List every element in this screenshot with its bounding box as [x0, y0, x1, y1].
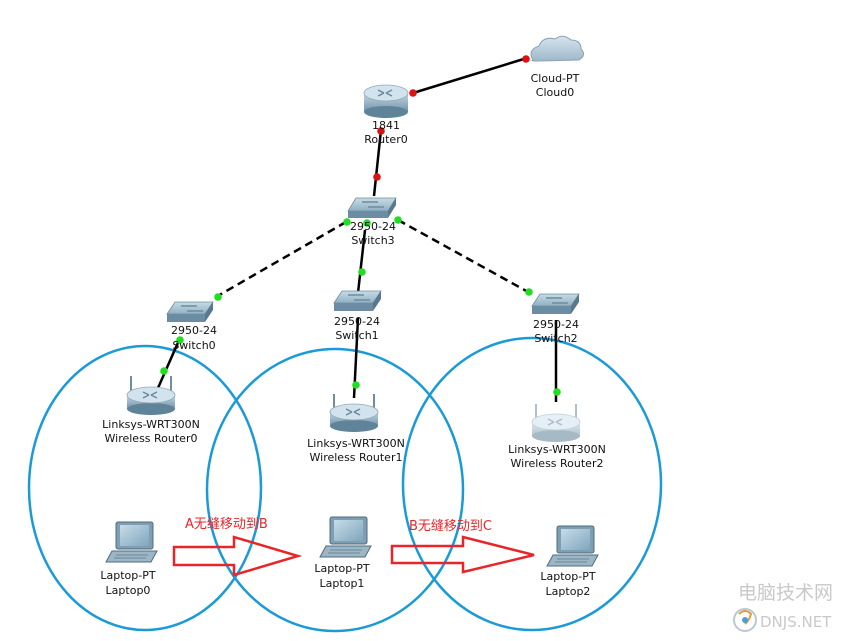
coverage-circle-c: [401, 336, 663, 632]
wrouter1-name-label: Wireless Router1: [310, 451, 403, 464]
wrouter2-name-label: Wireless Router2: [511, 457, 604, 470]
switch0-device[interactable]: 2950-24 Switch0: [166, 301, 217, 352]
link-light-down: [409, 89, 417, 97]
switch3-name-label: Switch3: [351, 234, 394, 247]
link-light-down: [377, 127, 385, 135]
cable-switch3-switch2[interactable]: [397, 218, 531, 295]
link-light-down: [522, 55, 530, 63]
switch-icon: [347, 197, 397, 218]
router0-name-label: Router0: [364, 133, 407, 146]
link-light-up: [352, 381, 360, 389]
router-icon: [363, 84, 409, 118]
link-light-up: [525, 288, 533, 296]
cloud0-name-label: Cloud0: [536, 86, 574, 99]
wrouter0-type-label: Linksys-WRT300N: [102, 418, 200, 431]
link-light-up: [160, 367, 168, 375]
coverage-circle-a: [27, 344, 263, 632]
cable-router0-switch3[interactable]: [372, 129, 383, 197]
link-light-up: [343, 218, 351, 226]
annotation-b-to-c: B无缝移动到C: [409, 519, 492, 534]
cable-switch3-switch0[interactable]: [215, 220, 347, 299]
laptop1-device[interactable]: Laptop-PT Laptop1: [314, 516, 372, 590]
laptop-icon: [105, 521, 158, 563]
switch1-type-label: 2950-24: [334, 315, 380, 328]
cloud0-type-label: Cloud-PT: [531, 72, 580, 85]
wrouter0-device[interactable]: Linksys-WRT300N Wireless Router0: [102, 376, 200, 445]
cable-switch3-switch1[interactable]: [356, 229, 367, 294]
laptop2-device[interactable]: Laptop-PT Laptop2: [540, 525, 599, 598]
roaming-arrow-b-to-c: [390, 535, 535, 574]
wrouter0-name-label: Wireless Router0: [105, 432, 198, 445]
cable-router0-cloud0[interactable]: [412, 56, 528, 95]
wrouter1-type-label: Linksys-WRT300N: [307, 437, 405, 450]
switch2-device[interactable]: 2950-24 Switch2: [531, 293, 580, 345]
coverage-circle-b: [205, 347, 465, 633]
switch-icon: [166, 301, 214, 322]
laptop2-name-label: Laptop2: [546, 585, 591, 598]
laptop0-name-label: Laptop0: [106, 584, 151, 597]
wrouter2-device[interactable]: Linksys-WRT300N Wireless Router2: [508, 404, 606, 470]
wrouter1-device[interactable]: Linksys-WRT300N Wireless Router1: [307, 394, 405, 464]
link-lights: [160, 55, 561, 396]
laptop-icon: [319, 516, 372, 558]
laptop1-name-label: Laptop1: [320, 577, 365, 590]
switch2-type-label: 2950-24: [533, 318, 579, 331]
link-light-down: [373, 173, 381, 181]
cloud-icon: [530, 35, 585, 62]
link-light-up: [358, 268, 366, 276]
link-light-up: [176, 336, 184, 344]
switch0-name-label: Switch0: [172, 339, 215, 352]
laptop0-type-label: Laptop-PT: [100, 569, 155, 582]
switch1-name-label: Switch1: [335, 329, 378, 342]
laptop1-type-label: Laptop-PT: [314, 562, 369, 575]
switch2-name-label: Switch2: [534, 332, 577, 345]
router0-device[interactable]: 1841 Router0: [363, 84, 409, 146]
switch3-type-label: 2950-24: [350, 220, 396, 233]
watermark-text-cn: 电脑技术网: [738, 582, 833, 604]
watermark: 电脑技术网 DNJS.NET: [733, 582, 833, 632]
watermark-logo-icon: [733, 608, 757, 632]
wireless-router-icon: [531, 404, 581, 442]
switch3-device[interactable]: 2950-24 Switch3: [347, 197, 397, 247]
link-light-up: [553, 388, 561, 396]
link-light-up: [394, 216, 402, 224]
switch1-device[interactable]: 2950-24 Switch1: [333, 290, 382, 342]
watermark-text-en: DNJS.NET: [760, 613, 832, 631]
wrouter2-type-label: Linksys-WRT300N: [508, 443, 606, 456]
switch-icon: [531, 293, 580, 314]
link-light-up: [363, 219, 371, 227]
laptop0-device[interactable]: Laptop-PT Laptop0: [100, 521, 158, 597]
cable-switch0-wrouter0[interactable]: [156, 337, 182, 389]
switch-icon: [333, 290, 382, 311]
coverage-areas: [27, 336, 663, 633]
annotation-a-to-b: A无缝移动到B: [185, 517, 268, 532]
wireless-router-icon: [329, 394, 379, 432]
router0-type-label: 1841: [372, 119, 400, 132]
cloud0-device[interactable]: Cloud-PT Cloud0: [530, 35, 585, 99]
roaming-arrow-a-to-b: [172, 535, 303, 577]
switch0-type-label: 2950-24: [171, 324, 217, 337]
link-light-up: [214, 293, 222, 301]
laptop-icon: [546, 525, 599, 567]
laptop2-type-label: Laptop-PT: [540, 570, 595, 583]
wireless-router-icon: [126, 376, 176, 415]
